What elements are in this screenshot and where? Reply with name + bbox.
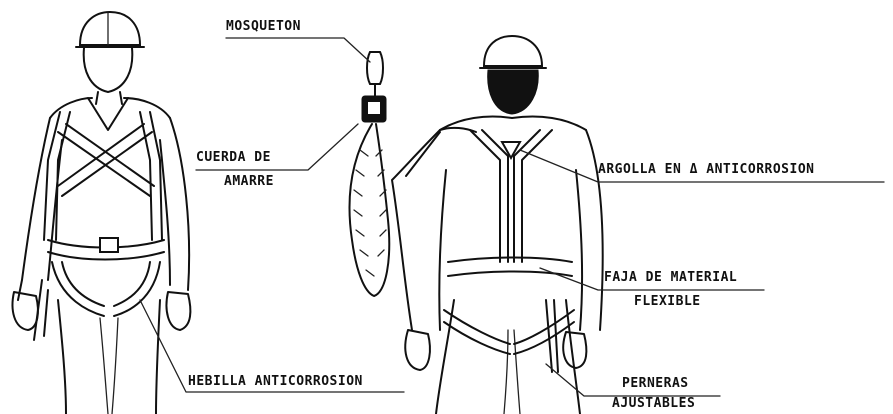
back-helmet xyxy=(484,36,542,66)
leader-mosqueton xyxy=(226,38,370,62)
back-right-arm-inner xyxy=(576,170,582,330)
front-harness-chest-strap-b xyxy=(58,124,152,196)
back-right-arm-outer xyxy=(586,130,603,330)
label-faja-line2: FLEXIBLE xyxy=(634,294,701,310)
label-hebilla: HEBILLA ANTICORROSION xyxy=(188,374,363,390)
front-right-leg xyxy=(156,300,160,414)
back-figure xyxy=(392,36,603,414)
label-cuerda-line2: AMARRE xyxy=(224,174,274,190)
front-harness-right-strap xyxy=(140,112,162,240)
front-shoulders xyxy=(50,98,170,118)
label-cuerda-line1: CUERDA DE xyxy=(196,150,271,166)
back-left-hand xyxy=(405,330,430,370)
front-neck xyxy=(96,92,122,104)
front-harness-chest-strap-a xyxy=(58,124,154,196)
label-mosqueton: MOSQUETON xyxy=(226,19,301,35)
front-helmet xyxy=(80,12,140,45)
back-harness-shoulder xyxy=(406,128,476,176)
label-perneras-line1: PERNERAS xyxy=(622,376,689,392)
front-harness-right-leg-strap xyxy=(114,262,160,316)
front-crotch xyxy=(100,318,118,414)
front-head xyxy=(84,48,133,92)
label-argolla: ARGOLLA EN Δ ANTICORROSION xyxy=(598,162,815,178)
front-left-arm-inner xyxy=(48,140,62,280)
lanyard xyxy=(349,52,389,296)
front-left-hand xyxy=(13,292,38,330)
front-harness-left-leg-strap xyxy=(52,262,104,316)
front-dangling-strap xyxy=(34,280,48,340)
carabiner xyxy=(367,52,383,84)
back-right-hand xyxy=(563,332,586,368)
front-figure xyxy=(13,12,191,414)
lanyard-rope-twist xyxy=(354,150,386,276)
back-hair xyxy=(488,70,539,114)
d-ring xyxy=(502,142,520,158)
label-faja-line1: FAJA DE MATERIAL xyxy=(604,270,737,286)
shock-absorber-window xyxy=(368,102,380,114)
label-perneras-line2: AJUSTABLES xyxy=(612,396,695,412)
front-buckle xyxy=(100,238,118,252)
back-harness-left-strap xyxy=(470,130,508,262)
lanyard-rope xyxy=(349,124,389,296)
back-left-leg-strap xyxy=(444,310,510,354)
front-right-arm-outer xyxy=(170,118,189,290)
back-left-arm-outer xyxy=(392,130,440,330)
front-left-leg xyxy=(58,300,66,414)
back-left-arm-inner xyxy=(439,170,446,330)
front-right-hand xyxy=(167,292,191,330)
